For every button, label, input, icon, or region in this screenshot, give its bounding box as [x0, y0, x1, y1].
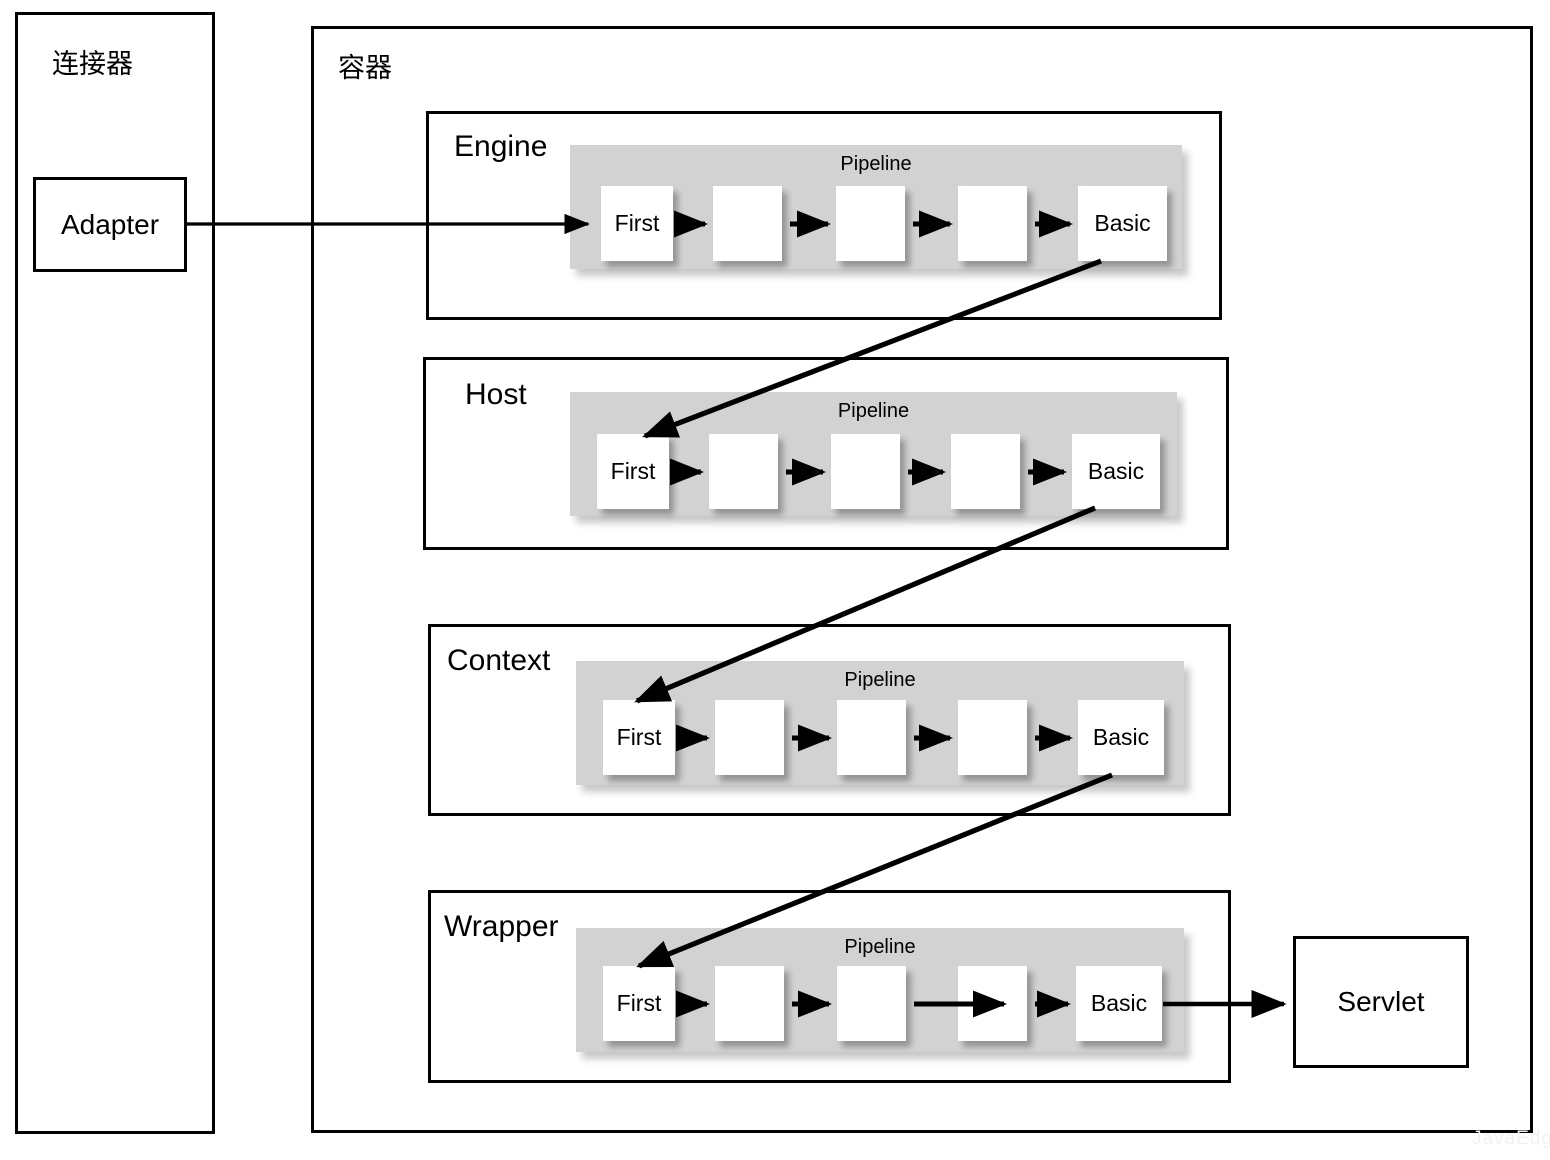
context-valve-first[interactable]: First — [603, 700, 675, 775]
engine-pipeline-label: Pipeline — [840, 153, 912, 175]
engine-valve-3[interactable] — [836, 186, 905, 261]
context-valve-2[interactable] — [715, 700, 784, 775]
wrapper-valve-4[interactable] — [958, 966, 1027, 1041]
wrapper-valve-basic[interactable]: Basic — [1076, 966, 1162, 1041]
wrapper-valve-2[interactable] — [715, 966, 784, 1041]
host-valve-first[interactable]: First — [597, 434, 669, 509]
connector-box — [15, 12, 215, 1134]
wrapper-valve-3[interactable] — [837, 966, 906, 1041]
engine-valve-basic[interactable]: Basic — [1078, 186, 1167, 261]
context-valve-basic[interactable]: Basic — [1078, 700, 1164, 775]
servlet-box[interactable]: Servlet — [1293, 936, 1469, 1068]
engine-layer-title: Engine — [454, 130, 548, 163]
wrapper-valve-first[interactable]: First — [603, 966, 675, 1041]
host-layer-title: Host — [465, 378, 527, 411]
adapter-box[interactable]: Adapter — [33, 177, 187, 272]
context-valve-3[interactable] — [837, 700, 906, 775]
host-valve-4[interactable] — [951, 434, 1020, 509]
wrapper-pipeline-label: Pipeline — [844, 936, 916, 958]
engine-valve-2[interactable] — [713, 186, 782, 261]
engine-valve-first[interactable]: First — [601, 186, 673, 261]
context-pipeline-label: Pipeline — [844, 669, 916, 691]
host-valve-3[interactable] — [831, 434, 900, 509]
host-valve-2[interactable] — [709, 434, 778, 509]
connector-title: 连接器 — [52, 49, 133, 79]
context-layer-title: Context — [447, 644, 551, 677]
watermark-label: JavaEdge — [1472, 1128, 1550, 1149]
container-title: 容器 — [338, 53, 392, 83]
host-valve-basic[interactable]: Basic — [1072, 434, 1160, 509]
context-valve-4[interactable] — [958, 700, 1027, 775]
container-box — [311, 26, 1533, 1133]
wrapper-layer-title: Wrapper — [444, 910, 559, 943]
host-pipeline-label: Pipeline — [837, 400, 910, 422]
engine-valve-4[interactable] — [958, 186, 1027, 261]
